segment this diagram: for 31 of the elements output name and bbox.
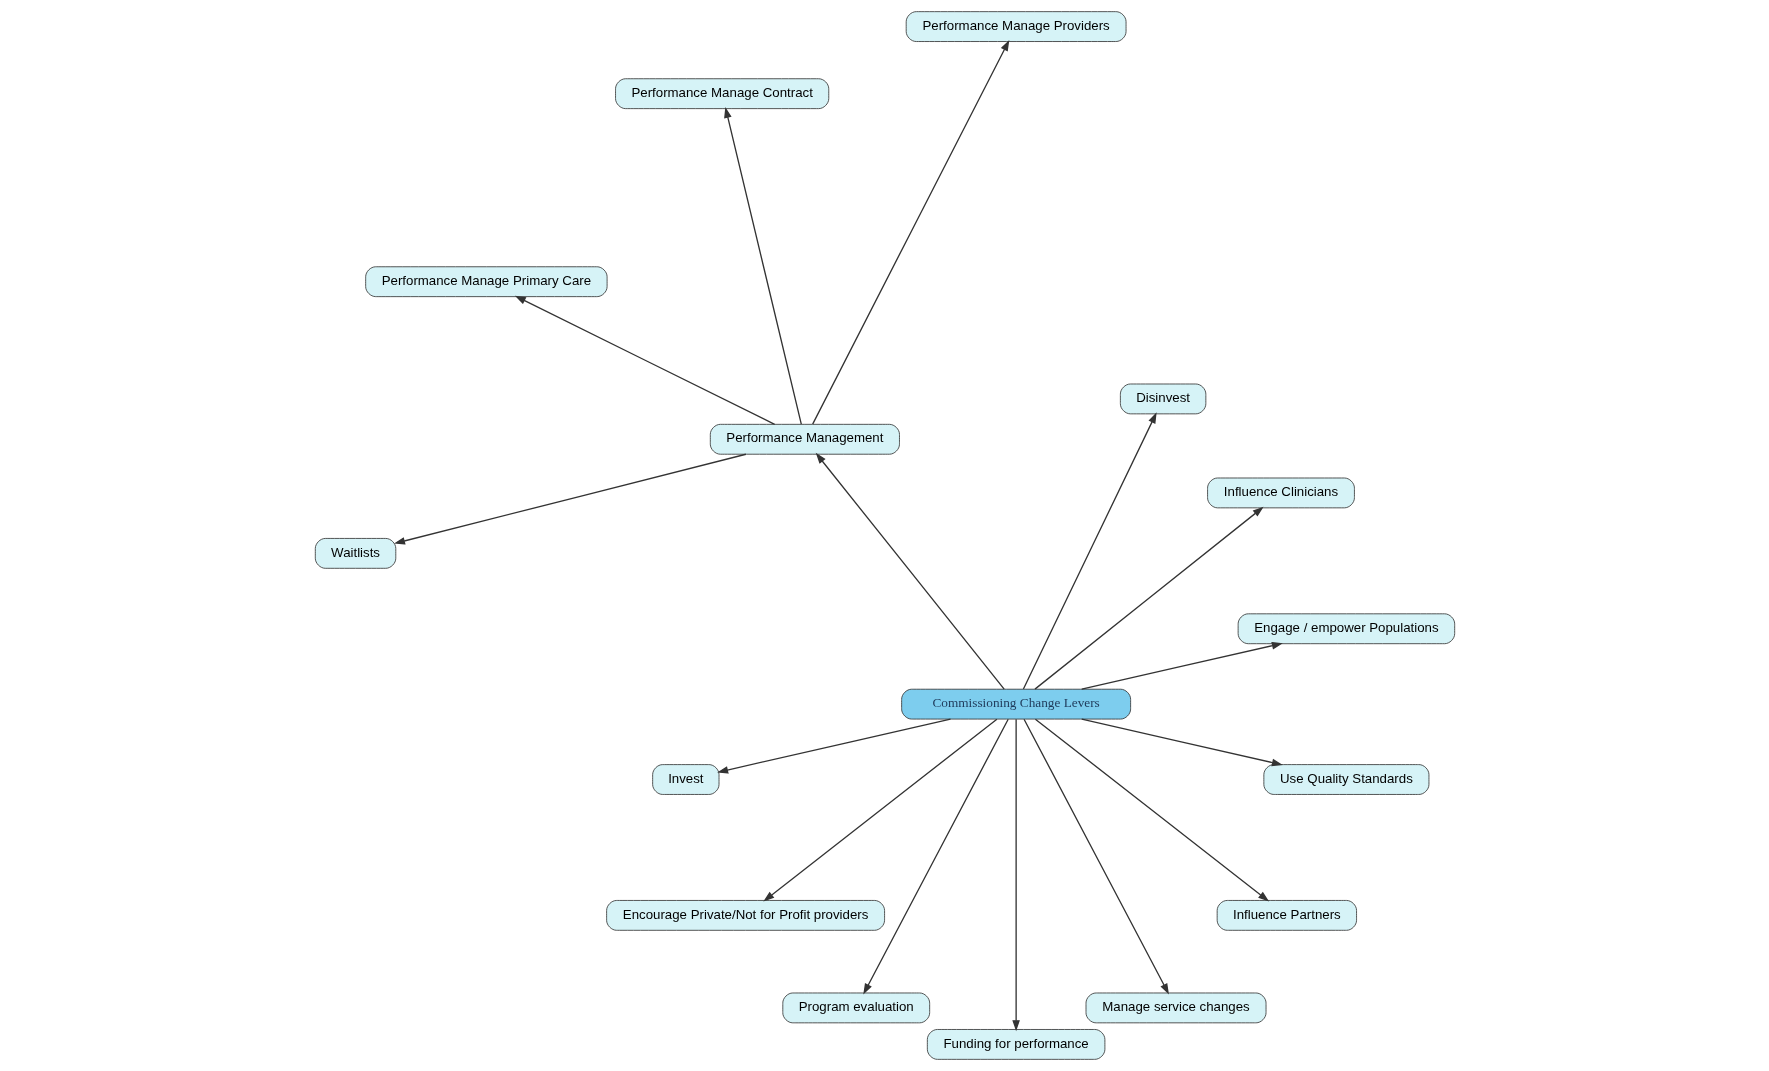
arrow bbox=[1011, 718, 1020, 1032]
node-box: Performance Manage Providers bbox=[905, 11, 1126, 42]
arrow bbox=[1022, 412, 1157, 690]
node-box: Encourage Private/Not for Profit providers bbox=[605, 900, 885, 931]
arrow bbox=[1080, 718, 1283, 767]
node-box: Funding for performance bbox=[926, 1029, 1105, 1060]
arrow bbox=[1080, 641, 1283, 690]
node-box: Performance Manage Primary Care bbox=[364, 266, 608, 298]
arrow bbox=[1034, 718, 1269, 902]
node-box: Influence Partners bbox=[1216, 900, 1357, 931]
arrow bbox=[723, 106, 802, 425]
arrow bbox=[1022, 718, 1169, 995]
node-box: Performance Management bbox=[709, 423, 900, 455]
node-box: Commissioning Change Levers bbox=[900, 688, 1131, 720]
arrow bbox=[716, 718, 951, 774]
node-box: Performance Manage Contract bbox=[614, 78, 829, 110]
arrow bbox=[762, 718, 998, 902]
arrow bbox=[815, 452, 1005, 690]
node-box: Use Quality Standards bbox=[1262, 764, 1429, 795]
node-box: Influence Clinicians bbox=[1206, 477, 1355, 509]
node-box: Engage / empower Populations bbox=[1237, 613, 1455, 645]
arrow bbox=[862, 718, 1009, 995]
arrow bbox=[393, 453, 747, 545]
arrow bbox=[1033, 506, 1264, 690]
node-box: Disinvest bbox=[1119, 383, 1206, 415]
node-box: Manage service changes bbox=[1085, 992, 1266, 1024]
node-box: Waitlists bbox=[314, 538, 396, 569]
arrow bbox=[811, 39, 1009, 425]
node-box: Program evaluation bbox=[781, 992, 930, 1024]
arrow bbox=[514, 295, 775, 425]
node-box: Invest bbox=[651, 764, 719, 795]
